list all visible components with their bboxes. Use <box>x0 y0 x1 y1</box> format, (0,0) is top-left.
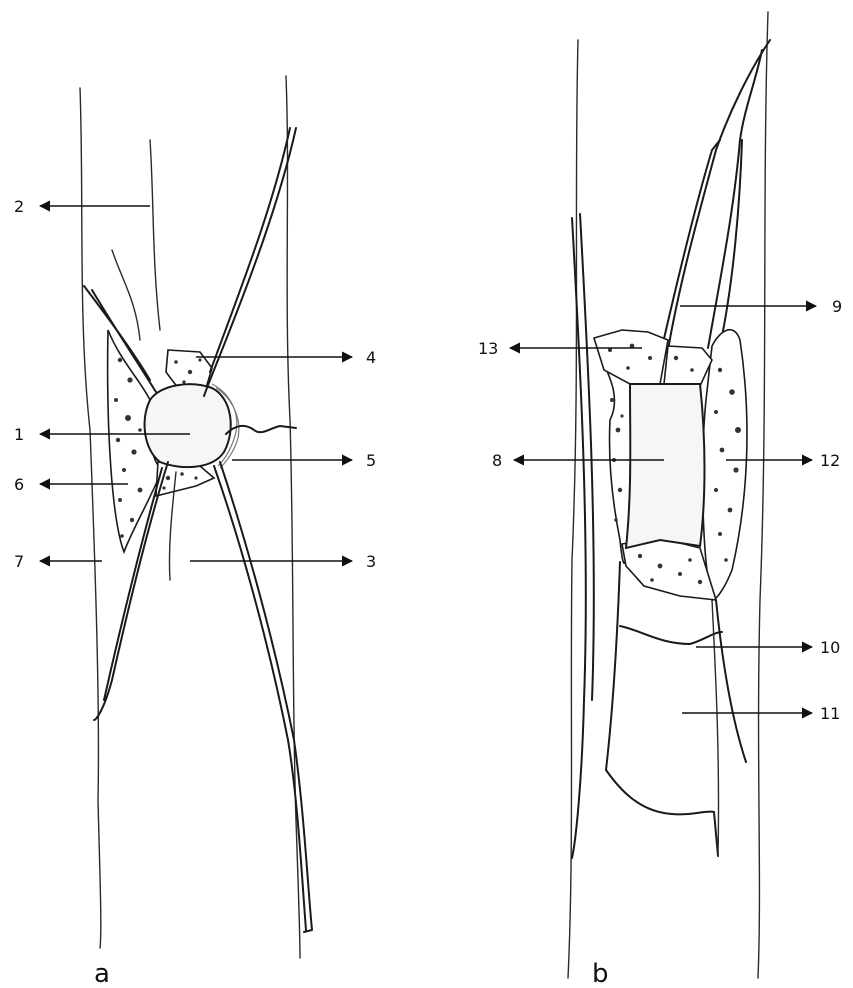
callout-6: 6 <box>14 475 24 494</box>
stem-a-left-edge <box>80 88 101 948</box>
lesion-b-top-patch-left <box>594 330 668 384</box>
lesion-b-bottom-patch <box>622 538 716 600</box>
break-b-left-edge <box>606 562 620 770</box>
break-b-right-edge <box>716 600 746 762</box>
callout-4: 4 <box>366 348 376 367</box>
lesion-b-center <box>626 384 705 548</box>
shred-b-top-strip-4 <box>720 140 742 346</box>
callout-3: 3 <box>366 552 376 571</box>
callout-13: 13 <box>478 339 498 358</box>
callout-2: 2 <box>14 197 24 216</box>
callout-9: 9 <box>832 297 842 316</box>
lesion-a-top-patch <box>166 350 212 388</box>
sheath-a-line <box>150 140 160 330</box>
sheath-b-left-strip <box>572 214 594 858</box>
panel-a-drawing <box>80 76 312 958</box>
callout-12: 12 <box>820 451 840 470</box>
panel-b-label: b <box>592 959 609 988</box>
stem-b-right-edge <box>758 12 768 978</box>
stem-b-left-edge <box>568 40 578 978</box>
panel-a-label: a <box>94 959 110 988</box>
callout-1: 1 <box>14 425 24 444</box>
callout-11: 11 <box>820 704 840 723</box>
lesion-a-center <box>145 384 231 467</box>
callout-8: 8 <box>492 451 502 470</box>
split-a-upper-right <box>204 128 296 396</box>
callout-5: 5 <box>366 451 376 470</box>
shred-b-top-strip-1 <box>668 40 770 350</box>
shred-b-top-strip-3 <box>708 50 762 348</box>
callout-7: 7 <box>14 552 24 571</box>
break-b-lower-edge <box>606 770 718 856</box>
panel-b-drawing <box>568 12 770 978</box>
lesion-b-top-patch-right <box>664 346 712 386</box>
callout-10: 10 <box>820 638 840 657</box>
break-b-upper-edge <box>620 626 722 644</box>
split-a-upper-left-inner <box>112 250 140 340</box>
